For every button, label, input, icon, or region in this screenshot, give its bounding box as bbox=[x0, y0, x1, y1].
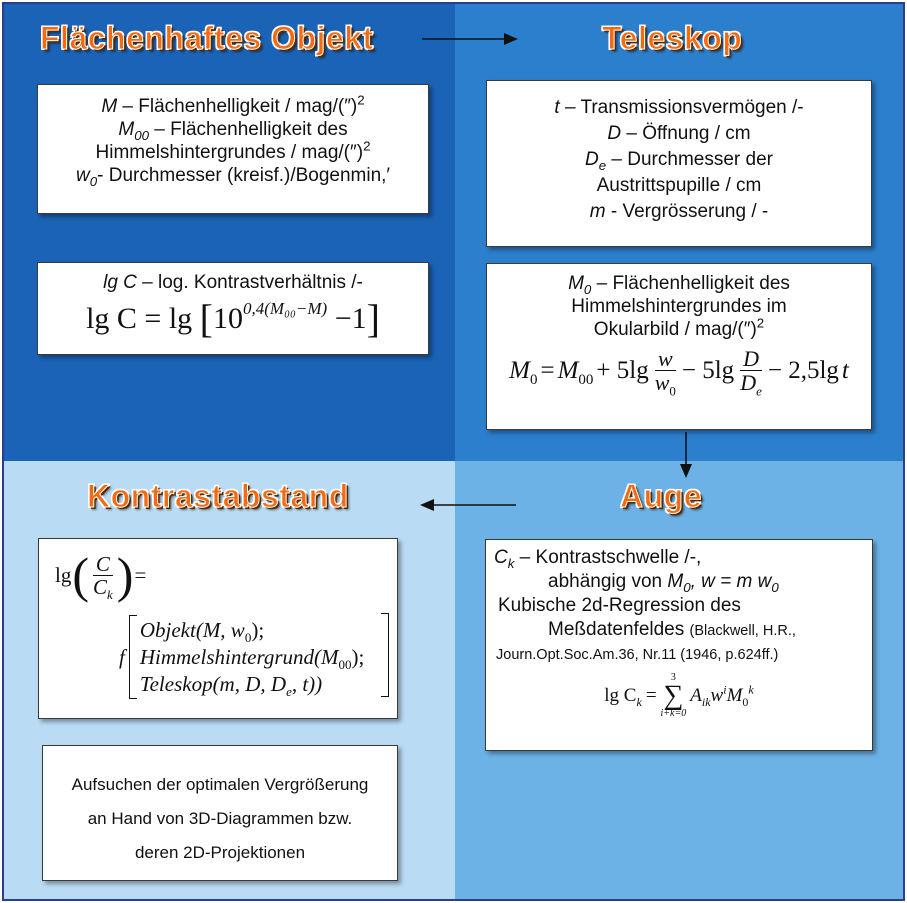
eye-threshold-box: Ck – Kontrastschwelle /-, abhängig von M… bbox=[485, 539, 873, 751]
heading-eye: Auge bbox=[620, 478, 703, 515]
background-brightness-formula: M0 = M00 + 5lg w w0 − 5lg D De − 2,5lg t bbox=[509, 346, 849, 399]
sigma-icon: ∑ bbox=[663, 680, 684, 711]
contrast-ratio-formula: lg C = lg [100,4(M₀₀−M) −1] bbox=[86, 296, 380, 341]
object-quadrant bbox=[3, 3, 455, 461]
contrast-formula-box: lg ( C Ck ) = f Objekt(M, w0); Himmelshi… bbox=[38, 538, 398, 719]
background-brightness-box: M0 – Flächenhelligkeit des Himmelshinter… bbox=[486, 263, 872, 430]
heading-contrast: Kontrastabstand bbox=[87, 478, 349, 515]
arrow-down-icon bbox=[680, 432, 692, 478]
contrast-ratio-box: lg C – log. Kontrastverhältnis /- lg C =… bbox=[37, 262, 429, 355]
optimal-magnification-box: Aufsuchen der optimalen Vergrößerung an … bbox=[42, 745, 398, 881]
arrow-left-icon bbox=[420, 499, 516, 511]
object-params-box: M – Flächenhelligkeit / mag/(″)2 M00 – F… bbox=[37, 84, 429, 214]
eye-threshold-formula: lg Ck = 3 ∑ i+k=0 AikwiM0k bbox=[604, 672, 754, 719]
arrow-right-icon bbox=[422, 33, 518, 45]
heading-telescope: Teleskop bbox=[601, 20, 743, 57]
telescope-params-box: t – Transmissionsvermögen /- D – Öffnung… bbox=[486, 80, 872, 247]
heading-object: Flächenhaftes Objekt bbox=[40, 20, 374, 57]
